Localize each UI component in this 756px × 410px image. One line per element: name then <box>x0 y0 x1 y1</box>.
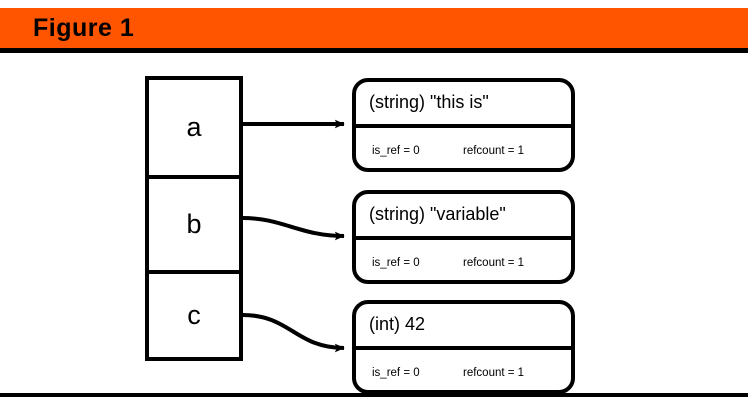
zval-refcount-1: refcount = 1 <box>463 145 525 157</box>
zval-meta-1: is_ref = 0 refcount = 1 <box>368 134 568 168</box>
zval-divider-2 <box>352 236 575 240</box>
variable-label-c: c <box>187 300 201 330</box>
variable-label-a: a <box>186 112 202 142</box>
zval-meta-2: is_ref = 0 refcount = 1 <box>368 246 568 280</box>
zval-box-3: (int) 42 is_ref = 0 refcount = 1 <box>352 300 575 394</box>
zval-type-value-3: (int) 42 <box>369 314 426 334</box>
zval-isref-1: is_ref = 0 <box>372 145 420 157</box>
zval-refcount-3: refcount = 1 <box>463 367 525 379</box>
figure-title: Figure 1 <box>33 14 135 42</box>
variable-cell-a: a <box>149 80 239 175</box>
zval-divider-3 <box>352 346 575 350</box>
zval-type-value-2: (string) "variable" <box>369 204 506 224</box>
zval-type-value-1: (string) "this is" <box>369 92 489 112</box>
variable-label-b: b <box>186 209 202 239</box>
zval-meta-3: is_ref = 0 refcount = 1 <box>368 356 568 390</box>
variable-cell-b: b <box>149 175 239 270</box>
variable-cell-c: c <box>149 270 239 357</box>
zval-divider-1 <box>352 124 575 128</box>
footer-divider-rule <box>0 393 748 397</box>
zval-box-2: (string) "variable" is_ref = 0 refcount … <box>352 190 575 284</box>
zval-box-1: (string) "this is" is_ref = 0 refcount =… <box>352 78 575 172</box>
zval-isref-3: is_ref = 0 <box>372 367 420 379</box>
zval-isref-2: is_ref = 0 <box>372 257 420 269</box>
zval-refcount-2: refcount = 1 <box>463 257 525 269</box>
header-divider-rule <box>0 48 748 53</box>
arrow-b-to-zval-2 <box>242 216 345 241</box>
figure-header-bar <box>0 8 748 48</box>
arrow-c-to-zval-3 <box>242 313 345 353</box>
variable-stack: a b c <box>145 76 243 361</box>
